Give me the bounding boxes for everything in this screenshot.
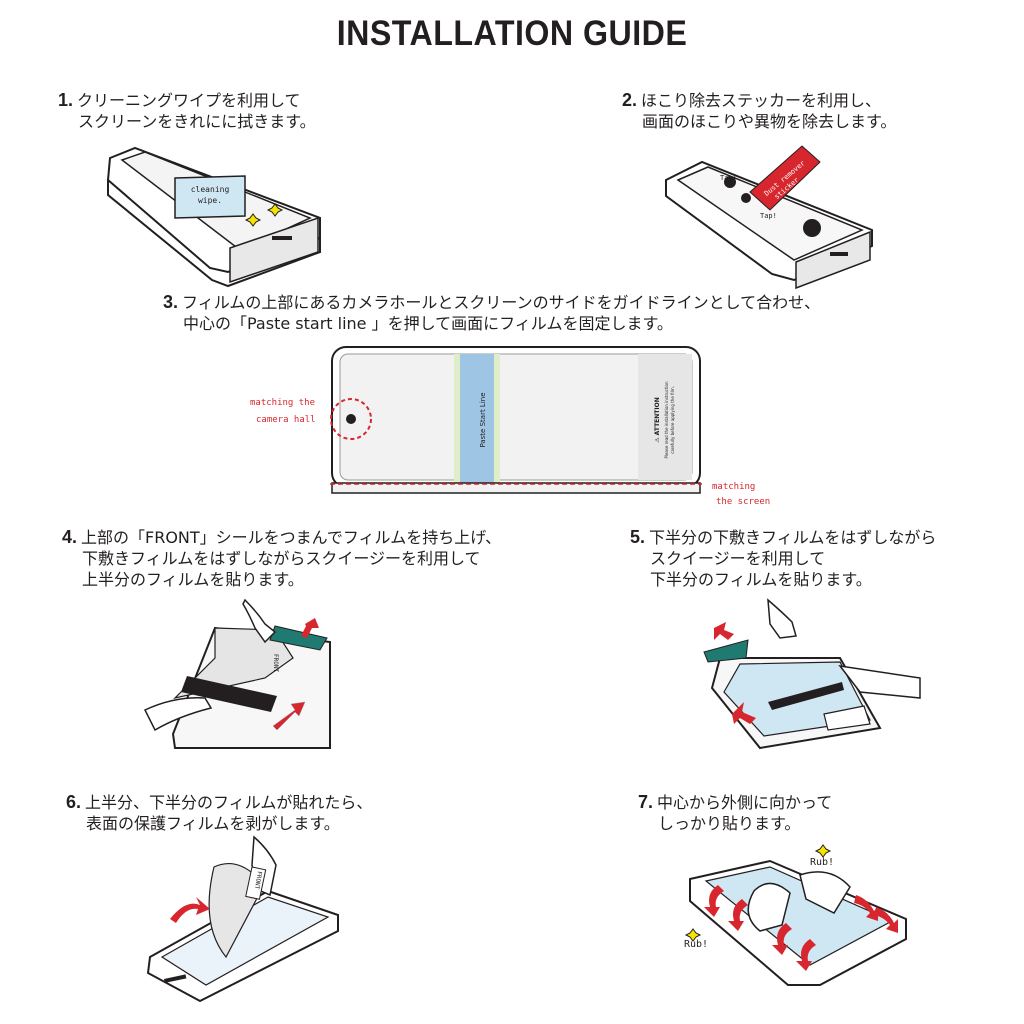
step-line: 画面のほこりや異物を除去します。: [642, 112, 897, 131]
step-1-illustration: cleaning wipe.: [106, 146, 321, 288]
step-4-text: 4.上部の「FRONT」シールをつまんでフィルムを持ち上げ、 下敷きフィルムをは…: [62, 527, 501, 590]
step-line: ほこり除去ステッカーを利用し、: [641, 91, 882, 110]
screen-match-label: the screen: [716, 497, 770, 507]
curved-arrow-icon: [704, 885, 898, 971]
sparkle-icon: [244, 203, 284, 227]
wipe-label: cleaning: [191, 185, 230, 194]
step-line: 下半分のフィルムを貼ります。: [650, 570, 872, 589]
squeegee-icon: [768, 682, 844, 710]
camera-match-label: camera hall: [256, 415, 316, 425]
step-4-illustration: FRONT: [143, 598, 331, 749]
step-number: 7.: [638, 792, 654, 812]
rub-label: Rub!: [810, 857, 834, 868]
attention-text: carefully before applying the film.: [670, 386, 675, 454]
step-line: しっかり貼ります。: [658, 814, 801, 833]
arrow-push-icon: [272, 701, 306, 731]
tap-label: Tap!: [760, 212, 777, 220]
step-number: 2.: [622, 90, 638, 110]
step-line: クリーニングワイプを利用して: [77, 91, 301, 110]
step-line: 中心から外側に向かって: [657, 793, 833, 812]
step-7-text: 7.中心から外側に向かって しっかり貼ります。: [638, 792, 832, 834]
front-tab-label: FRONT: [272, 654, 279, 672]
step-line: 下半分の下敷きフィルムをはずしながら: [649, 528, 937, 547]
step-line: フィルムの上部にあるカメラホールとスクリーンのサイドをガイドラインとして合わせ、: [182, 293, 821, 312]
sparkle-icon: [814, 844, 832, 858]
page-title: INSTALLATION GUIDE: [336, 14, 688, 53]
cleaning-wipe-icon: cleaning wipe.: [174, 175, 246, 219]
front-tab-label: FRONT: [253, 871, 263, 890]
step-5-illustration: [703, 598, 921, 750]
phone-icon: [689, 859, 907, 986]
step-line: 上半分のフィルムを貼ります。: [82, 570, 304, 589]
screen-match-label: matching: [712, 482, 755, 492]
step-line: 上半分、下半分のフィルムが貼れたら、: [85, 793, 373, 812]
arrow-up-icon: [301, 618, 319, 638]
hand-icon: [767, 598, 797, 639]
step-line: 中心の「Paste start line 」を押して画面にフィルムを固定します。: [183, 314, 673, 333]
camera-match-label: matching the: [250, 398, 315, 408]
hand-icon: [838, 664, 921, 699]
squeegee-icon: [181, 676, 277, 712]
step-line: 表面の保護フィルムを剥がします。: [86, 814, 340, 833]
arrow-push-icon: [732, 702, 756, 724]
step-2-text: 2.ほこり除去ステッカーを利用し、 画面のほこりや異物を除去します。: [622, 90, 896, 132]
step-line: 上部の「FRONT」シールをつまんでフィルムを持ち上げ、: [81, 528, 502, 547]
step-line: スクリーンをきれにに拭きます。: [78, 112, 316, 131]
hand-icon: [242, 598, 277, 644]
paste-line-label: Paste Start Line: [479, 392, 487, 447]
step-2-illustration: Dust remover sticker Tap! Tap!: [665, 145, 873, 290]
tap-label: Tap!: [720, 174, 737, 182]
hand-icon: [799, 871, 851, 914]
front-tab-icon: [823, 705, 871, 731]
phone-icon: [665, 160, 873, 290]
attention-text: Please read the installation instruction: [664, 381, 669, 459]
hand-icon: [143, 697, 213, 732]
step-6-text: 6.上半分、下半分のフィルムが貼れたら、 表面の保護フィルムを剥がします。: [66, 792, 372, 834]
step-1-text: 1.クリーニングワイプを利用して スクリーンをきれにに拭きます。: [58, 90, 316, 132]
step-number: 5.: [630, 527, 646, 547]
step-3-illustration: Paste Start Line ⚠ ATTENTION Please read…: [250, 346, 770, 507]
step-number: 1.: [58, 90, 74, 110]
step-5-text: 5.下半分の下敷きフィルムをはずしながら スクイージーを利用して 下半分のフィル…: [630, 527, 936, 590]
wipe-label: wipe.: [198, 196, 222, 205]
step-line: 下敷きフィルムをはずしながらスクイージーを利用して: [82, 549, 481, 568]
arrow-peel-icon: [170, 897, 210, 923]
dust-particle-icon: [724, 176, 821, 237]
step-line: スクイージーを利用して: [650, 549, 826, 568]
step-number: 3.: [163, 292, 179, 312]
arrow-up-icon: [714, 622, 734, 640]
step-number: 4.: [62, 527, 78, 547]
hand-icon: [747, 882, 791, 932]
front-tab-icon: [245, 866, 267, 900]
step-number: 6.: [66, 792, 82, 812]
rub-label: Rub!: [684, 939, 708, 950]
camera-hole-icon: [330, 398, 372, 440]
attention-title: ⚠ ATTENTION: [654, 397, 661, 443]
sparkle-icon: [684, 928, 702, 942]
step-3-text: 3.フィルムの上部にあるカメラホールとスクリーンのサイドをガイドラインとして合わ…: [163, 292, 820, 334]
teal-film-icon: [703, 639, 749, 663]
step-7-illustration: Rub! Rub!: [684, 844, 907, 986]
step-6-illustration: FRONT: [146, 835, 339, 1003]
phone-film-diagram: [330, 346, 702, 494]
